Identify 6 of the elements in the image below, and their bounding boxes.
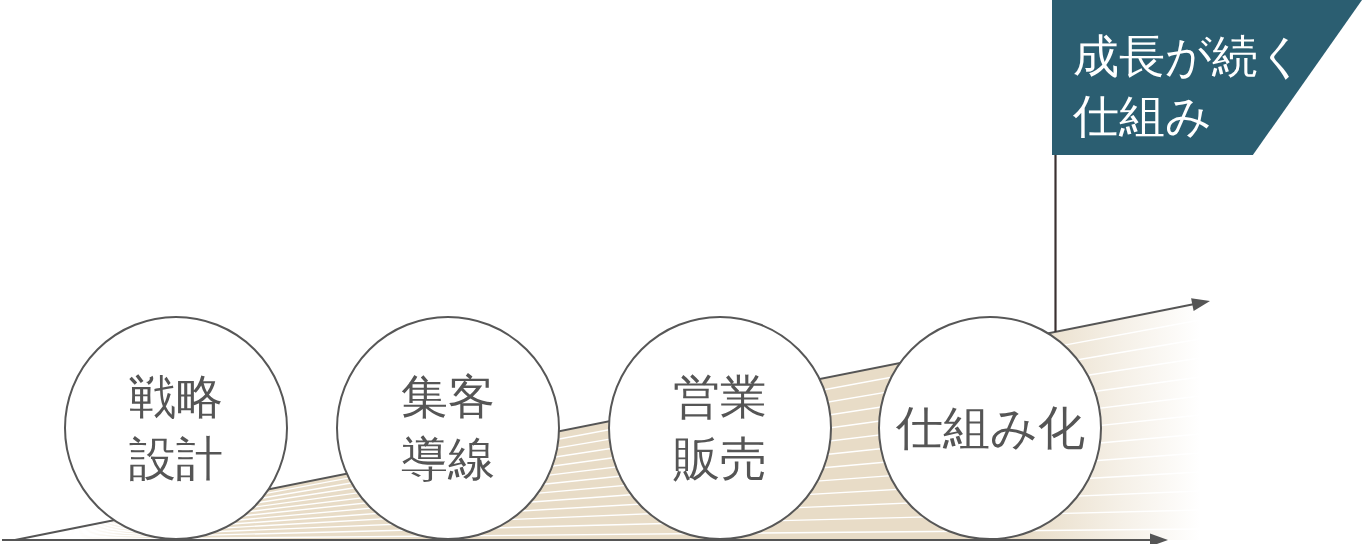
flag-label: 成長が続く仕組み	[1073, 28, 1306, 145]
step-label: 営業販売	[672, 368, 768, 488]
step-label: 集客導線	[400, 368, 496, 488]
step-label: 戦略設計	[128, 368, 224, 488]
step-label: 仕組み化	[894, 399, 1086, 457]
flag-banner	[1052, 0, 1362, 155]
